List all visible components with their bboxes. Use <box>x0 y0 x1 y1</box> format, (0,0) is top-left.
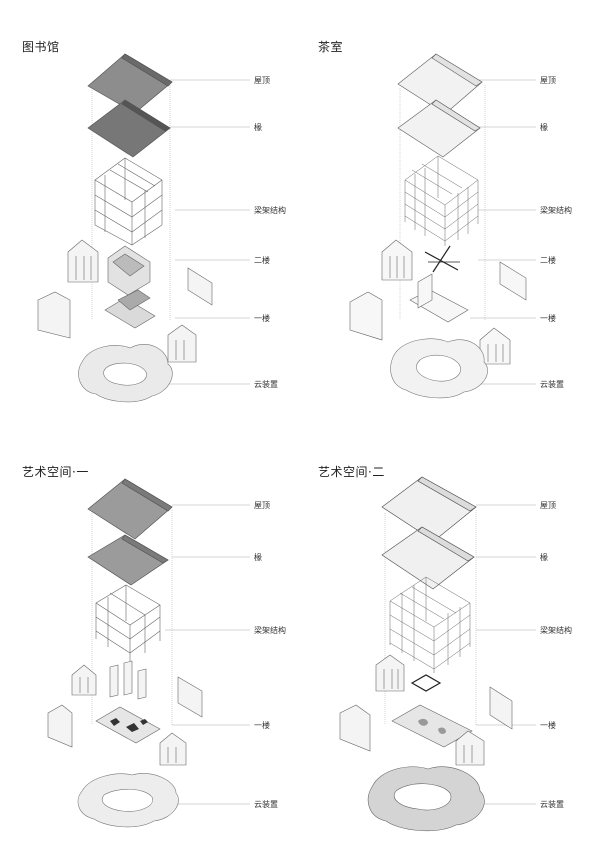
art-space-two-exploded-axonometric <box>339 476 536 832</box>
rafter-layer <box>397 99 481 158</box>
label-cloud: 云装置 <box>540 380 564 389</box>
label-rafters: 椽 <box>540 553 548 562</box>
frame-layer <box>389 576 471 673</box>
panel-art-space-one: 艺术空间·一 <box>0 425 300 850</box>
label-roof: 屋顶 <box>254 76 270 85</box>
second-floor-layer <box>381 239 527 301</box>
label-rafters: 椽 <box>540 123 548 132</box>
frame-layer <box>404 155 479 246</box>
tea-room-exploded-axonometric <box>349 53 536 399</box>
label-first-floor: 一楼 <box>540 721 556 730</box>
cloud-layer <box>77 773 179 828</box>
label-roof: 屋顶 <box>254 501 270 510</box>
label-first-floor: 一楼 <box>254 721 270 730</box>
frame-layer <box>95 584 161 661</box>
label-second-floor: 二楼 <box>540 256 556 265</box>
roof-layer <box>87 478 173 540</box>
label-cloud: 云装置 <box>540 800 564 809</box>
label-cloud: 云装置 <box>254 800 278 809</box>
panel-library: 图书馆 <box>0 0 300 425</box>
panel-title: 图书馆 <box>22 40 60 54</box>
label-frame: 梁架结构 <box>254 626 286 635</box>
label-rafters: 椽 <box>254 553 262 562</box>
panel-title: 艺术空间·二 <box>318 465 385 479</box>
first-floor-layer <box>349 273 511 365</box>
cloud-layer <box>367 766 485 832</box>
first-floor-layer <box>47 660 203 766</box>
label-second-floor: 二楼 <box>254 256 270 265</box>
panel-tea-room: 茶室 <box>300 0 600 425</box>
cloud-layer <box>78 344 173 403</box>
second-floor-layer <box>67 239 213 306</box>
roof-layer <box>397 53 483 115</box>
roof-layer <box>381 476 477 542</box>
label-first-floor: 一楼 <box>540 314 556 323</box>
art-space-one-exploded-axonometric <box>47 478 250 828</box>
label-rafters: 椽 <box>254 123 262 132</box>
library-exploded-axonometric <box>37 53 250 403</box>
panel-title: 艺术空间·一 <box>22 465 89 479</box>
label-first-floor: 一楼 <box>254 314 270 323</box>
rafter-layer <box>381 526 475 590</box>
rafter-layer <box>87 534 169 586</box>
frame-layer <box>94 157 163 246</box>
cloud-layer <box>390 338 488 399</box>
panel-art-space-two: 艺术空间·二 <box>300 425 600 850</box>
label-frame: 梁架结构 <box>540 626 572 635</box>
label-frame: 梁架结构 <box>540 206 572 215</box>
label-cloud: 云装置 <box>254 380 278 389</box>
rafter-layer <box>87 99 171 158</box>
first-floor-layer <box>37 289 197 363</box>
panel-title: 茶室 <box>318 40 344 54</box>
label-frame: 梁架结构 <box>254 206 286 215</box>
label-roof: 屋顶 <box>540 501 556 510</box>
label-roof: 屋顶 <box>540 76 556 85</box>
first-floor-layer <box>339 654 513 766</box>
